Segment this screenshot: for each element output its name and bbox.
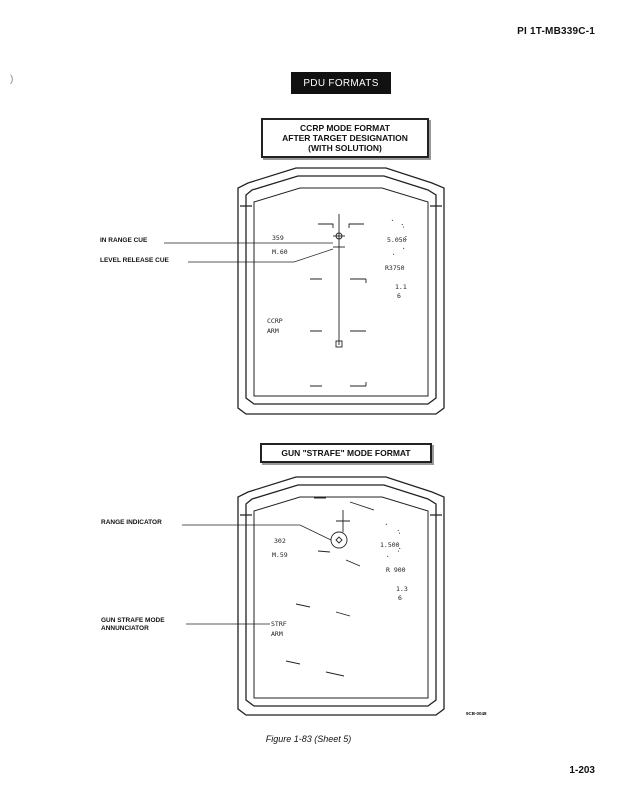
section-banner: PDU FORMATS	[291, 72, 391, 94]
callout-line: ANNUNCIATOR	[101, 625, 149, 632]
mach-readout: M.59	[272, 551, 288, 559]
callout-level-release-cue: LEVEL RELEASE CUE	[100, 257, 169, 264]
mach-readout: M.60	[272, 248, 288, 256]
document-id: PI 1T-MB339C-1	[517, 26, 595, 37]
range-readout: 5.050	[387, 236, 407, 244]
hud-symbology-2	[285, 497, 401, 677]
hud-readouts-1: 359 M.60 5.050 R3750 1.1 6 CCRP ARM	[267, 234, 407, 335]
hud-readouts-2: 302 M.59 1.500 R 900 1.3 6 STRF ARM	[271, 537, 408, 638]
figure-1-title-line: (WITH SOLUTION)	[308, 143, 382, 153]
figure-2-title-line: GUN "STRAFE" MODE FORMAT	[281, 448, 411, 458]
callout-leaders	[164, 242, 334, 625]
altitude-readout: R3750	[385, 264, 405, 272]
callout-range-indicator: RANGE INDICATOR	[101, 519, 162, 526]
figure-1-title: CCRP MODE FORMAT AFTER TARGET DESIGNATIO…	[261, 118, 429, 158]
mode-readout: CCRP	[267, 317, 283, 325]
arm-readout: ARM	[271, 630, 283, 638]
g-max-readout: 6	[398, 594, 402, 602]
g-load-readout: 1.3	[396, 585, 408, 593]
margin-mark: )	[10, 74, 14, 85]
g-load-readout: 1.1	[395, 283, 407, 291]
heading-readout: 302	[274, 537, 286, 545]
figure-1-title-line: AFTER TARGET DESIGNATION	[282, 133, 408, 143]
hud-symbology-1	[310, 214, 407, 387]
altitude-readout: R 900	[386, 566, 406, 574]
arm-readout: ARM	[267, 327, 279, 335]
callout-line: GUN STRAFE MODE	[101, 617, 165, 624]
range-indicator-leader	[182, 524, 332, 541]
pdu-frame-1	[237, 167, 445, 415]
figure-2-title: GUN "STRAFE" MODE FORMAT	[260, 443, 432, 463]
callout-gun-strafe-mode: GUN STRAFE MODE ANNUNCIATOR	[101, 617, 165, 633]
page-number: 1-203	[569, 765, 595, 776]
g-max-readout: 6	[397, 292, 401, 300]
mode-readout: STRF	[271, 620, 287, 628]
heading-readout: 359	[272, 234, 284, 242]
figure-id: 9CB-0048	[466, 711, 487, 716]
pdu-frame-2	[237, 476, 445, 716]
callout-in-range-cue: IN RANGE CUE	[100, 237, 148, 244]
level-release-cue-leader	[188, 248, 334, 263]
figure-caption: Figure 1-83 (Sheet 5)	[265, 734, 352, 744]
range-readout: 1.500	[380, 541, 400, 549]
figure-1-title-line: CCRP MODE FORMAT	[300, 123, 390, 133]
